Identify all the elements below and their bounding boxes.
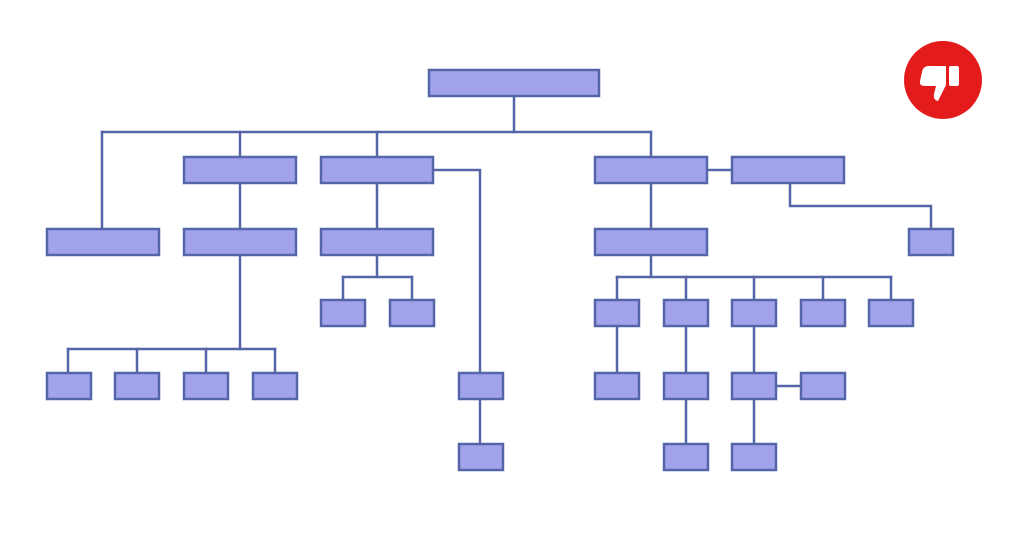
thumbs-down-icon bbox=[919, 66, 959, 101]
org-box-16 bbox=[799, 298, 847, 328]
connector-lines bbox=[66, 94, 933, 446]
thumb-hand bbox=[919, 66, 946, 101]
org-box-6 bbox=[45, 227, 161, 257]
org-box-29 bbox=[730, 442, 778, 472]
org-box-1 bbox=[427, 68, 601, 98]
org-box-14 bbox=[662, 298, 710, 328]
org-box-13 bbox=[593, 298, 641, 328]
org-boxes bbox=[45, 68, 955, 472]
thumb-cuff bbox=[949, 66, 959, 86]
org-box-18 bbox=[45, 371, 93, 401]
org-box-23 bbox=[593, 371, 641, 401]
org-box-26 bbox=[799, 371, 847, 401]
org-box-5 bbox=[730, 155, 846, 185]
org-box-21 bbox=[251, 371, 299, 401]
org-box-19 bbox=[113, 371, 161, 401]
org-box-15 bbox=[730, 298, 778, 328]
org-box-4 bbox=[593, 155, 709, 185]
org-box-20 bbox=[182, 371, 230, 401]
org-box-28 bbox=[662, 442, 710, 472]
org-box-11 bbox=[319, 298, 367, 328]
org-box-8 bbox=[319, 227, 435, 257]
org-box-10 bbox=[907, 227, 955, 257]
org-box-17 bbox=[867, 298, 915, 328]
org-box-22 bbox=[457, 371, 505, 401]
org-box-7 bbox=[182, 227, 298, 257]
org-box-25 bbox=[730, 371, 778, 401]
org-box-27 bbox=[457, 442, 505, 472]
org-box-24 bbox=[662, 371, 710, 401]
connector-line-13 bbox=[788, 181, 933, 231]
org-box-2 bbox=[182, 155, 298, 185]
connector-line-10 bbox=[431, 168, 482, 375]
org-box-9 bbox=[593, 227, 709, 257]
thumbs-down-badge[interactable] bbox=[904, 41, 982, 119]
org-box-12 bbox=[388, 298, 436, 328]
org-box-3 bbox=[319, 155, 435, 185]
